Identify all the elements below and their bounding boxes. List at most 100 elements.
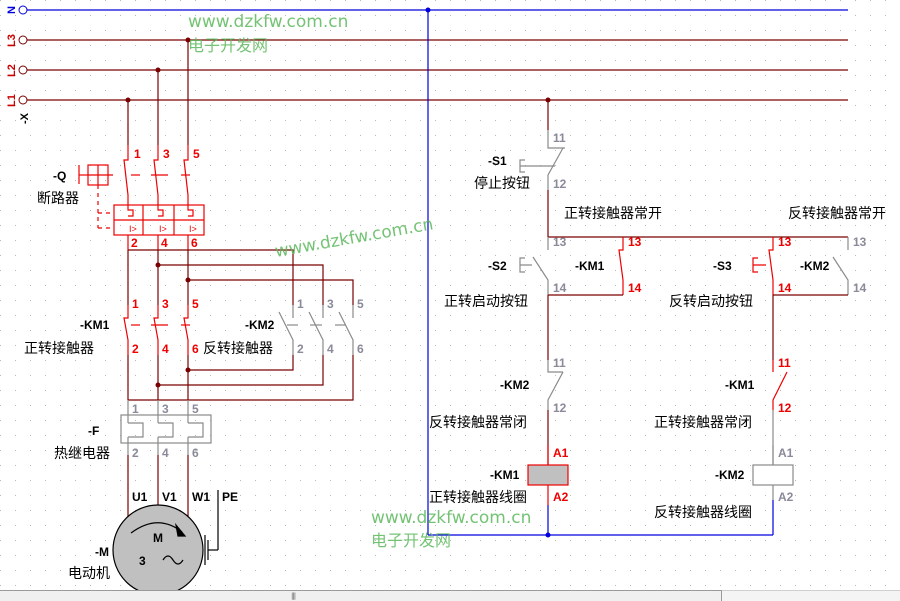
terminal-number: 6 bbox=[192, 342, 199, 356]
wire-segment bbox=[278, 305, 294, 355]
start-reverse-s3[interactable] bbox=[752, 237, 774, 295]
km2-nc-label: 反转接触器常闭 bbox=[429, 414, 527, 431]
breaker-trip-3: I> bbox=[189, 224, 197, 234]
thermal-relay-label: 热继电器 bbox=[54, 446, 110, 462]
wire-segment bbox=[183, 145, 189, 205]
terminal-number: 6 bbox=[192, 446, 199, 460]
thermal-relay-f[interactable] bbox=[120, 400, 212, 455]
km2-aux-no[interactable] bbox=[832, 237, 849, 295]
wire-segment bbox=[519, 257, 532, 273]
bus-label-l1: L1 bbox=[6, 94, 18, 107]
scrollbar-grip-icon[interactable]: ||| bbox=[291, 592, 296, 600]
wire-segment bbox=[153, 305, 159, 355]
wire-segment bbox=[519, 159, 555, 173]
terminal-l2[interactable] bbox=[18, 65, 28, 75]
km2-nc-contact[interactable] bbox=[547, 360, 564, 410]
terminal-n[interactable] bbox=[18, 5, 28, 15]
watermark-name-top: 电子开发网 bbox=[188, 36, 268, 55]
motor-label: 电动机 bbox=[68, 566, 110, 582]
km1-aux-no[interactable] bbox=[618, 237, 624, 295]
wire-segment bbox=[155, 382, 161, 388]
motor-terminal-v1: V1 bbox=[162, 490, 177, 504]
terminal-number: 5 bbox=[192, 297, 199, 311]
s1-tag: -S1 bbox=[488, 154, 507, 168]
wire-segment bbox=[188, 422, 204, 438]
terminal-l3[interactable] bbox=[18, 35, 28, 45]
motor-phases: 3 bbox=[139, 554, 146, 568]
stop-button-s1[interactable] bbox=[519, 130, 565, 190]
main-circuit: I> I> I> bbox=[78, 40, 354, 596]
terminal-number: 13 bbox=[853, 235, 867, 249]
km2-aux-tag: -KM2 bbox=[800, 259, 830, 273]
watermark-url-top: www.dzkfw.com.cn bbox=[188, 12, 348, 32]
wire-segment bbox=[752, 464, 794, 486]
wire-segment bbox=[158, 355, 324, 386]
wire-segment bbox=[185, 367, 191, 373]
breaker-trip-2: I> bbox=[159, 224, 167, 234]
wire-segment bbox=[157, 205, 164, 217]
wire-segment bbox=[120, 414, 212, 444]
terminal-number: 1 bbox=[132, 297, 139, 311]
terminal-number: 14 bbox=[553, 281, 567, 295]
terminal-strip-tag: -X bbox=[19, 112, 31, 124]
breaker-q[interactable] bbox=[78, 145, 205, 250]
terminal-number: 11 bbox=[553, 356, 566, 370]
wire-segment bbox=[547, 360, 563, 373]
wire-segment bbox=[183, 305, 189, 355]
horizontal-scrollbar[interactable]: ||| bbox=[0, 590, 722, 601]
wire-segment bbox=[308, 305, 324, 355]
s2-label: 正转启动按钮 bbox=[444, 294, 528, 310]
terminal-number: 11 bbox=[553, 131, 566, 145]
bus-label-n: N bbox=[6, 6, 18, 14]
breaker-trip-1: I> bbox=[129, 224, 137, 234]
terminal-number: 1 bbox=[134, 147, 141, 161]
wire-segment bbox=[204, 535, 209, 565]
wire-segment bbox=[128, 422, 144, 438]
km1-nc-tag: -KM1 bbox=[725, 378, 755, 392]
terminal-number: 13 bbox=[778, 235, 792, 249]
km1-coil[interactable] bbox=[527, 445, 569, 505]
km1-coil-label: 正转接触器线圈 bbox=[429, 489, 527, 506]
km1-main-contacts[interactable] bbox=[123, 305, 190, 355]
wire-segment bbox=[187, 205, 194, 217]
km1-aux-tag: -KM1 bbox=[575, 259, 605, 273]
km2-main-tag: -KM2 bbox=[245, 318, 275, 332]
terminal-number: 4 bbox=[161, 236, 168, 250]
wire-segment bbox=[772, 371, 788, 410]
wire-segment bbox=[123, 305, 129, 355]
s1-label: 停止按钮 bbox=[474, 175, 530, 192]
km1-coil-tag: -KM1 bbox=[490, 468, 520, 482]
km2-coil[interactable] bbox=[752, 445, 794, 500]
km1-main-label: 正转接触器 bbox=[24, 340, 94, 357]
km1-nc-contact[interactable] bbox=[772, 360, 788, 410]
wire-segment bbox=[188, 279, 354, 305]
terminal-number: 11 bbox=[778, 356, 791, 370]
km1-main-tag: -KM1 bbox=[80, 318, 110, 332]
s3-label: 反转启动按钮 bbox=[669, 294, 753, 310]
terminal-number: A2 bbox=[553, 490, 569, 504]
terminal-number: 4 bbox=[327, 342, 334, 356]
motor-symbol: M bbox=[153, 531, 163, 545]
terminal-number: 5 bbox=[193, 147, 200, 161]
wire-segment bbox=[547, 371, 564, 410]
control-circuit-labels: -S1 停止按钮 11 12 正转接触器常开 反转接触器常开 -S2 正转启动按… bbox=[429, 131, 886, 521]
terminal-number: 3 bbox=[162, 402, 169, 416]
watermark-name-bottom: 电子开发网 bbox=[371, 531, 451, 550]
terminal-number: 13 bbox=[628, 235, 642, 249]
motor-terminal-u1: U1 bbox=[132, 490, 148, 504]
s3-tag: -S3 bbox=[713, 259, 732, 273]
watermark-url-bottom: www.dzkfw.com.cn bbox=[371, 508, 531, 528]
km1-nc-label: 正转接触器常闭 bbox=[654, 414, 752, 431]
start-forward-s2[interactable] bbox=[519, 237, 549, 295]
wire-segment bbox=[174, 522, 187, 537]
motor-tag: -M bbox=[95, 545, 109, 559]
terminal-number: 2 bbox=[132, 342, 139, 356]
terminal-number: 4 bbox=[162, 446, 169, 460]
motor-terminal-w1: W1 bbox=[192, 490, 210, 504]
bus-bars: N L3 L2 L1 -X bbox=[6, 5, 848, 124]
km2-main-contacts[interactable] bbox=[278, 305, 354, 355]
wire-segment bbox=[158, 264, 324, 305]
terminal-number: 3 bbox=[327, 297, 334, 311]
terminal-l1[interactable] bbox=[18, 95, 28, 105]
